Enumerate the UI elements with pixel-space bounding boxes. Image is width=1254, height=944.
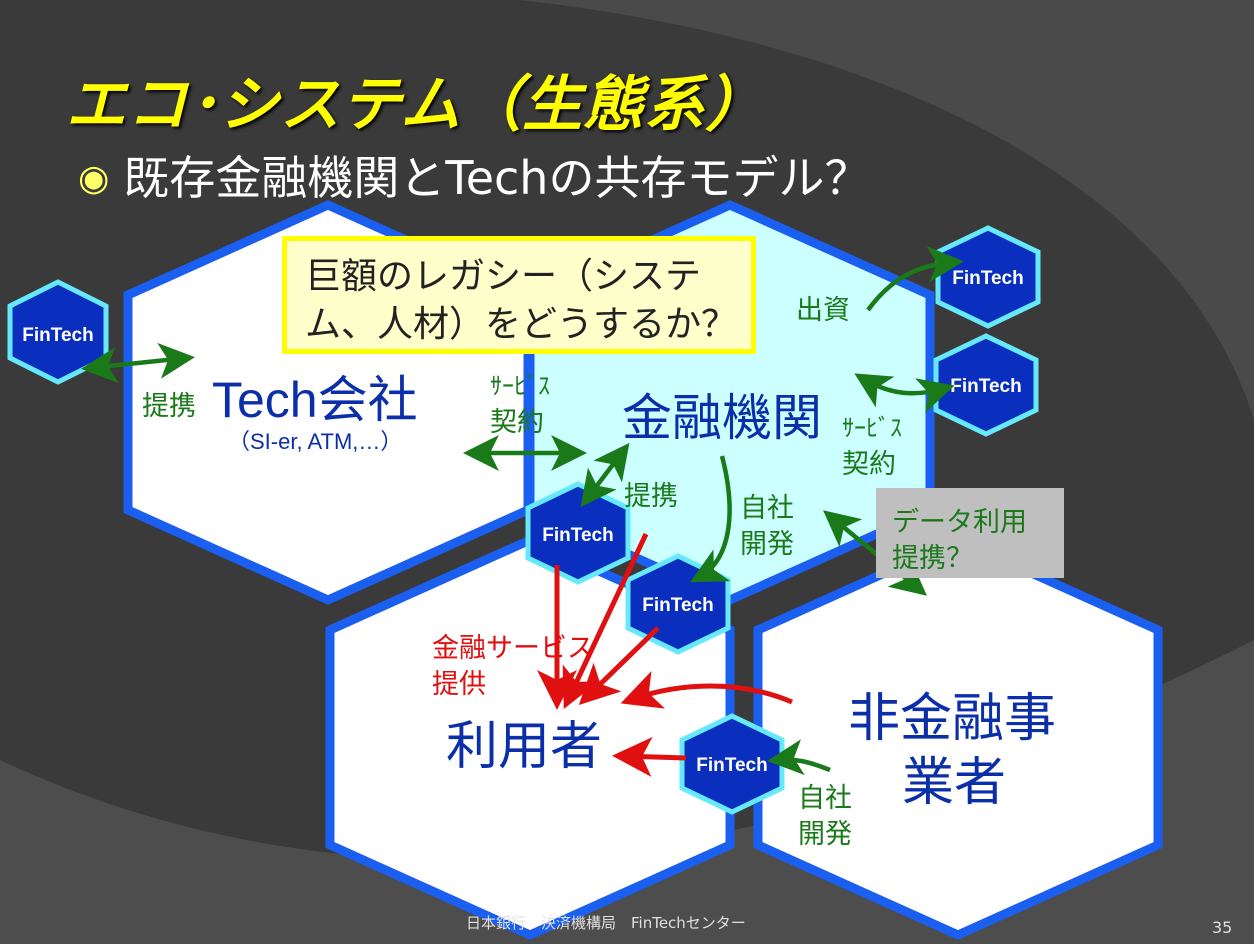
arrow-fin-fintech-service-contract bbox=[854, 373, 955, 413]
bg-swirl-shape bbox=[520, 0, 1254, 420]
arrow-fin-fintech-partnership bbox=[580, 442, 630, 508]
bullet-item: ◉ 既存金融機関とTechの共存モデル？ bbox=[78, 142, 870, 208]
label-service-contract-left-2: 契約 bbox=[490, 407, 544, 438]
label-inhouse-2-line2: 開発 bbox=[798, 819, 852, 850]
label-inhouse-1-line2: 開発 bbox=[740, 529, 794, 560]
label-service-contract-left-1: ｻｰﾋﾞｽ bbox=[490, 372, 550, 400]
tech-company-label: Tech会社 bbox=[212, 372, 418, 428]
fintech-node-top-right: FinTech bbox=[935, 225, 1041, 329]
svg-text:FinTech: FinTech bbox=[696, 755, 767, 776]
legacy-callout: 巨額のレガシー（システ ム、人材）をどうするか？ bbox=[282, 236, 756, 354]
arrow-inhouse-development bbox=[690, 455, 732, 583]
label-service-contract-right-2: 契約 bbox=[842, 449, 896, 480]
fintech-node-center: FinTech bbox=[525, 481, 631, 585]
svg-text:FinTech: FinTech bbox=[950, 376, 1021, 397]
label-data-use-line1: データ利用 bbox=[892, 507, 1027, 538]
arrow-fintech-bottom-to-user bbox=[612, 736, 687, 777]
arrow-fintech-tech-partnership bbox=[81, 342, 195, 384]
arrow-investment bbox=[866, 246, 964, 312]
label-fin-service-line2: 提供 bbox=[432, 669, 486, 700]
non-financial-label-line2: 業者 bbox=[902, 753, 1007, 813]
svg-text:FinTech: FinTech bbox=[642, 595, 713, 616]
svg-text:FinTech: FinTech bbox=[22, 325, 93, 346]
non-financial-label-line1: 非金融事 bbox=[848, 689, 1057, 749]
svg-text:FinTech: FinTech bbox=[952, 268, 1023, 289]
arrow-nonfin-to-user bbox=[620, 671, 793, 709]
fintech-node-lower: FinTech bbox=[625, 553, 731, 655]
financial-institution-label: 金融機関 bbox=[622, 389, 822, 447]
label-inhouse-2-line1: 自社 bbox=[798, 783, 852, 814]
label-investment: 出資 bbox=[796, 295, 850, 326]
slide-title: エコ･システム（生態系） bbox=[66, 70, 767, 140]
page-number: 35 bbox=[1212, 918, 1233, 937]
footer-text: 日本銀行 決済機構局 FinTechセンター bbox=[466, 914, 746, 932]
bullet-icon: ◉ bbox=[78, 158, 110, 199]
callout-line-2: ム、人材）をどうするか？ bbox=[305, 304, 738, 345]
arrow-nonfin-fintech-inhouse bbox=[767, 739, 831, 776]
svg-text:FinTech: FinTech bbox=[542, 525, 613, 546]
callout-line-1: 巨額のレガシー（システ bbox=[305, 256, 702, 297]
label-fin-service-line1: 金融サービス bbox=[432, 633, 594, 664]
label-service-contract-right-1: ｻｰﾋﾞｽ bbox=[842, 414, 902, 442]
user-label: 利用者 bbox=[446, 717, 603, 777]
label-partnership-mid: 提携 bbox=[624, 481, 678, 512]
fintech-node-bottom: FinTech bbox=[679, 713, 785, 815]
arrow-fintech-to-user-3 bbox=[578, 626, 660, 705]
tech-company-sublabel: （SI-er, ATM,…） bbox=[228, 429, 403, 454]
label-partnership-left: 提携 bbox=[142, 391, 196, 422]
bullet-text: 既存金融機関とTechの共存モデル？ bbox=[123, 151, 871, 205]
label-inhouse-1-line1: 自社 bbox=[740, 493, 794, 524]
label-data-use-line2: 提携？ bbox=[892, 543, 973, 574]
data-use-highlight-box bbox=[876, 488, 1064, 578]
fintech-node-mid-right: FinTech bbox=[933, 333, 1039, 437]
